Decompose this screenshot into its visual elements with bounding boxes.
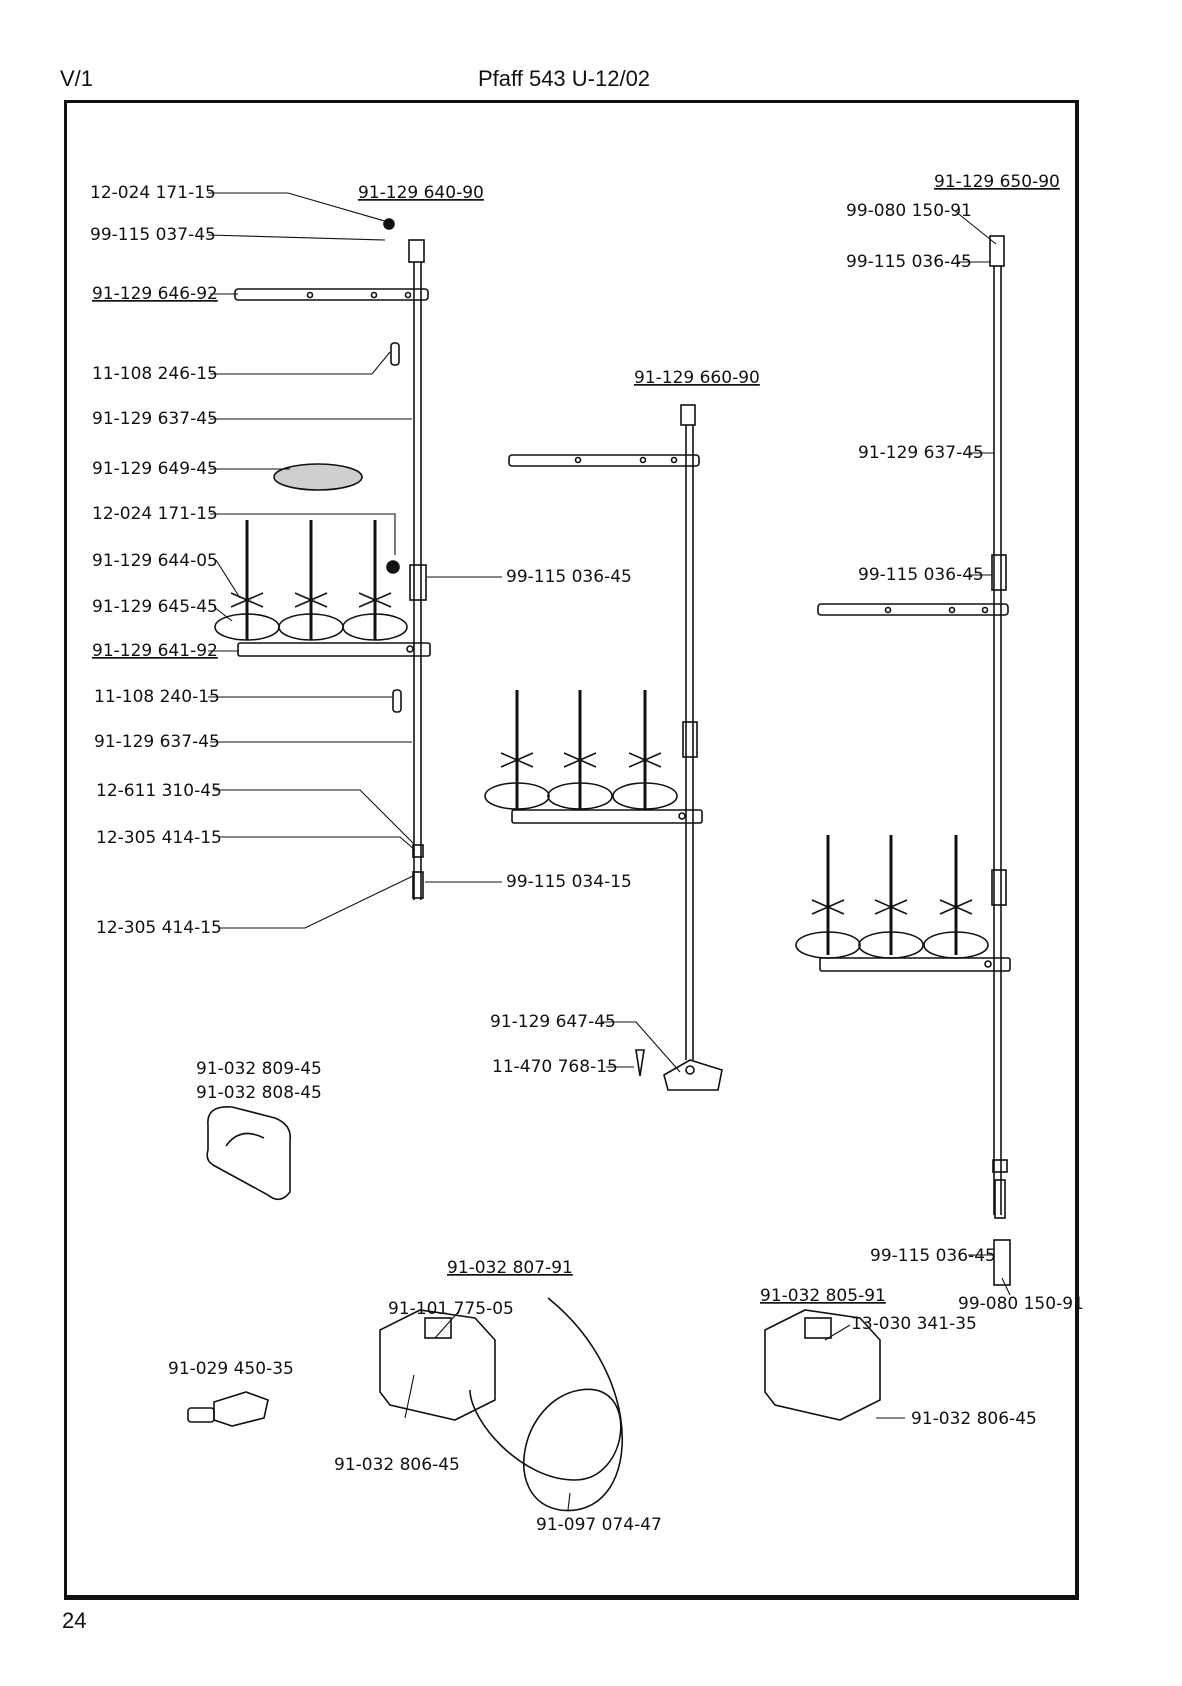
label-part: 12-024 171-15	[90, 183, 216, 203]
label-part: 99-080 150-91	[958, 1294, 1084, 1314]
label-part: 99-115 036-45	[506, 567, 632, 587]
label-part: 91-129 645-45	[92, 597, 218, 617]
label-part: 13-030 341-35	[851, 1314, 977, 1334]
label-part: 91-129 647-45	[490, 1012, 616, 1032]
label-part: 91-129 637-45	[94, 732, 220, 752]
label-part: 12-305 414-15	[96, 828, 222, 848]
label-part: 11-108 240-15	[94, 687, 220, 707]
label-part: 91-032 807-91	[447, 1258, 573, 1278]
label-part: 91-129 646-92	[92, 284, 218, 304]
label-part: 91-129 644-05	[92, 551, 218, 571]
label-part: 11-470 768-15	[492, 1057, 618, 1077]
label-part: 91-032 806-45	[334, 1455, 460, 1475]
label-part: 91-129 641-92	[92, 641, 218, 661]
label-part: 91-032 809-45	[196, 1059, 322, 1079]
label-part: 91-032 808-45	[196, 1083, 322, 1103]
label-part: 91-097 074-47	[536, 1515, 662, 1535]
right-spool-pins	[795, 835, 989, 959]
adapter-450	[187, 1391, 269, 1427]
label-middle-assembly: 91-129 660-90	[634, 368, 760, 388]
clamp-809	[206, 1106, 292, 1201]
label-part: 99-115 036-45	[870, 1246, 996, 1266]
left-spool-pins	[214, 520, 408, 641]
label-part: 91-032 806-45	[911, 1409, 1037, 1429]
middle-thread-stand	[484, 404, 723, 1091]
section-number: V/1	[60, 66, 94, 91]
label-part: 99-115 037-45	[90, 225, 216, 245]
label-right-assembly: 91-129 650-90	[934, 172, 1060, 192]
label-part: 91-129 649-45	[92, 459, 218, 479]
left-thread-stand	[214, 218, 431, 900]
label-part: 99-115 034-15	[506, 872, 632, 892]
label-part: 91-129 637-45	[92, 409, 218, 429]
label-part: 99-115 036-45	[846, 252, 972, 272]
clamp-805	[764, 1309, 881, 1421]
label-part: 99-080 150-91	[846, 201, 972, 221]
right-thread-stand	[795, 235, 1011, 1286]
page-title: Pfaff 543 U-12/02	[478, 66, 651, 91]
middle-spool-pins	[484, 690, 678, 810]
label-part: 91-129 637-45	[858, 443, 984, 463]
label-part: 91-101 775-05	[388, 1299, 514, 1319]
label-left-assembly: 91-129 640-90	[358, 183, 484, 203]
label-part: 12-024 171-15	[92, 504, 218, 524]
page-number: 24	[62, 1608, 87, 1633]
leader-lines	[207, 192, 1011, 1511]
label-part: 91-032 805-91	[760, 1286, 886, 1306]
label-part: 99-115 036-45	[858, 565, 984, 585]
diagram-frame	[64, 100, 1079, 1600]
label-part: 12-305 414-15	[96, 918, 222, 938]
label-part: 91-029 450-35	[168, 1359, 294, 1379]
clamp-807	[379, 1297, 623, 1512]
label-part: 11-108 246-15	[92, 364, 218, 384]
label-part: 12-611 310-45	[96, 781, 222, 801]
